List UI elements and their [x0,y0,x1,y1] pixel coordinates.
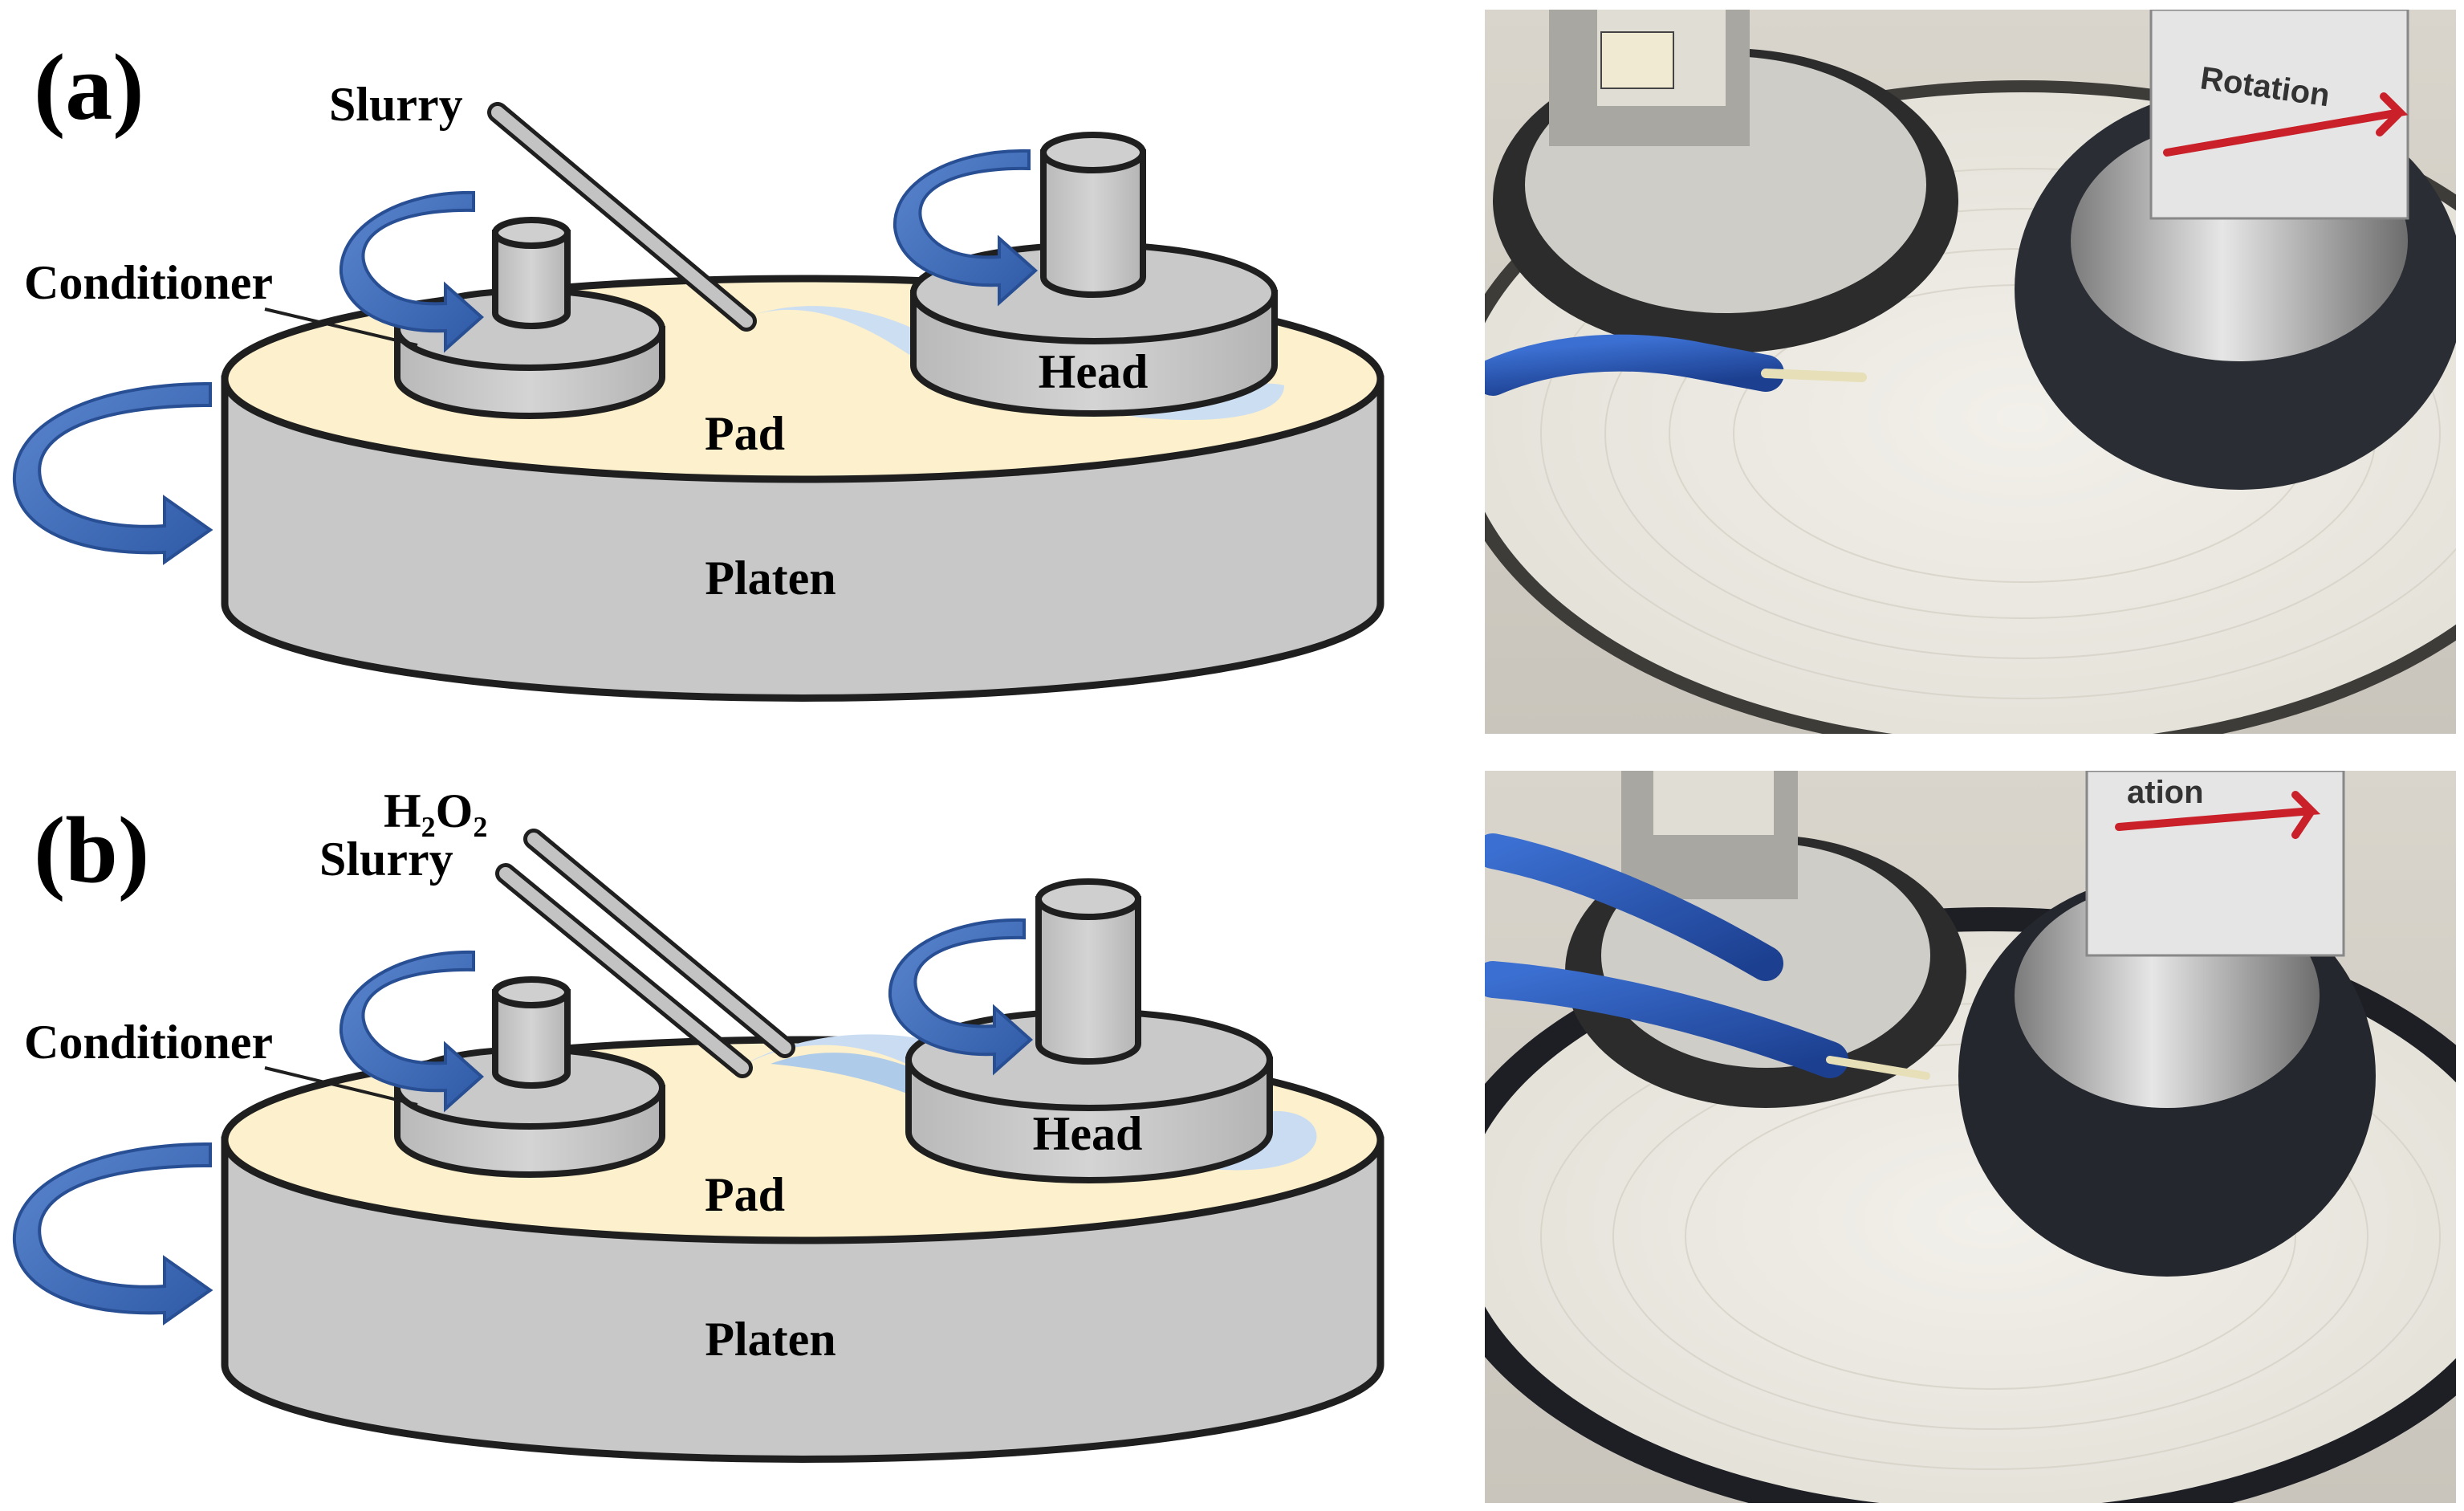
rotation-arrow-icon [339,950,485,1113]
inlet-label-slurry-b: Slurry [319,833,453,886]
rotation-arrow-icon [888,918,1034,1076]
photo-a: Rotation [1485,10,2456,734]
photo-b: ation [1485,771,2456,1503]
rotation-arrow-icon [12,1142,213,1326]
rotation-arrow-icon [892,149,1039,307]
head-label-a: Head [1039,345,1149,398]
conditioner-leader-b [264,1066,418,1106]
head-b [905,878,1273,1183]
photo-sticker-text-b: ation [2127,775,2204,810]
panel-label-a: (a) [34,35,144,140]
slurry-nozzle-a [487,102,757,332]
conditioner-b [394,976,665,1178]
diagram-a: (a) Platen Pad Conditioner Head [12,35,1384,702]
h2o2-nozzle-b [523,829,795,1058]
rotation-arrow-icon [12,381,213,565]
inlet-label-a: Slurry [329,78,463,131]
pad-label-a: Pad [705,407,785,460]
panel-label-b: (b) [34,797,149,902]
slurry-puddle-a [746,306,1284,421]
rotation-arrow-icon [339,190,485,353]
slurry-nozzle-b [495,863,753,1078]
platen-label-a: Platen [705,552,836,605]
head-label-b: Head [1033,1107,1143,1160]
conditioner-label-b: Conditioner [24,1016,273,1069]
inlet-label-h2o2-b: H₂O₂ [384,784,487,837]
conditioner-a [394,217,665,419]
platen-label-b: Platen [705,1313,836,1366]
conditioner-label-a: Conditioner [24,256,273,309]
conditioner-leader-a [264,307,418,347]
pad-label-b: Pad [705,1168,785,1221]
diagram-b: (b) Platen Pad Conditioner Head [12,784,1384,1463]
